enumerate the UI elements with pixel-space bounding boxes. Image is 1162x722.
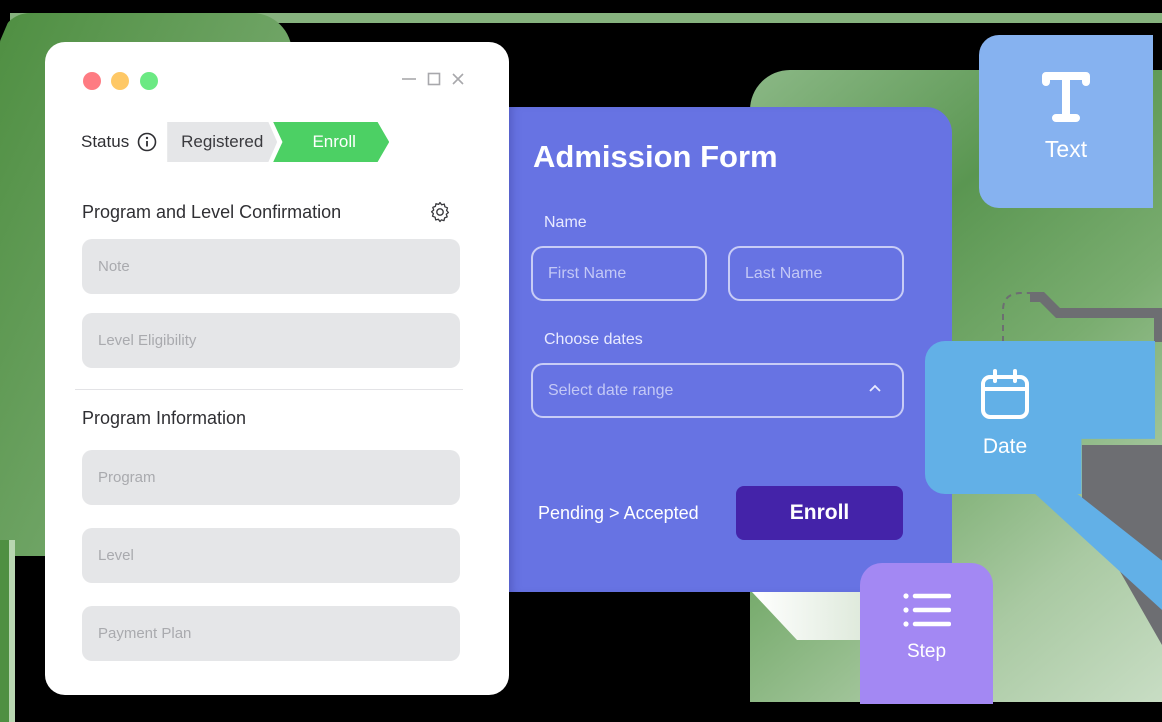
status-stepper: Status Registered Enroll: [81, 122, 390, 162]
tile-label: Date: [982, 435, 1028, 458]
window-controls: [401, 71, 465, 87]
payment-plan-field[interactable]: Payment Plan: [82, 606, 460, 661]
enrollment-window: Status Registered Enroll Program and Lev…: [45, 42, 509, 695]
divider: [75, 389, 463, 390]
maximize-icon[interactable]: [427, 72, 441, 86]
minimize-dot[interactable]: [111, 72, 129, 90]
section-title: Program Information: [82, 408, 247, 428]
level-field[interactable]: Level: [82, 528, 460, 583]
note-field[interactable]: Note: [82, 239, 460, 294]
gear-icon[interactable]: [428, 200, 452, 224]
step-registered[interactable]: Registered: [167, 122, 278, 162]
dates-label: Choose dates: [544, 331, 643, 348]
dashed-connector: [1002, 292, 1034, 342]
first-name-input[interactable]: First Name: [531, 246, 707, 301]
tile-label: Text: [1044, 136, 1088, 162]
status-flow-text: Pending > Accepted: [538, 503, 699, 523]
last-name-input[interactable]: Last Name: [728, 246, 904, 301]
calendar-icon: [981, 369, 1029, 419]
decorative-strip: [0, 540, 9, 722]
info-icon[interactable]: [137, 132, 157, 152]
text-tile[interactable]: Text: [979, 35, 1153, 208]
decorative-connector: [1030, 292, 1162, 342]
decorative-strip: [9, 540, 15, 722]
tile-label: Step: [906, 641, 947, 662]
decorative-strip: [10, 13, 1162, 23]
section-title: Program and Level Confirmation: [82, 202, 342, 222]
admission-form-card: Admission Form Name First Name Last Name…: [509, 107, 952, 592]
list-icon: [902, 593, 951, 627]
close-icon[interactable]: [451, 72, 465, 86]
name-label: Name: [544, 214, 587, 231]
status-label: Status: [81, 132, 130, 151]
text-icon: [1042, 72, 1090, 122]
date-range-select[interactable]: Select date range: [531, 363, 904, 418]
enroll-button[interactable]: Enroll: [736, 486, 903, 540]
step-tile[interactable]: Step: [860, 563, 993, 704]
close-dot[interactable]: [83, 72, 101, 90]
zoom-dot[interactable]: [140, 72, 158, 90]
minimize-icon[interactable]: [401, 71, 417, 87]
program-field[interactable]: Program: [82, 450, 460, 505]
form-title: Admission Form: [533, 139, 778, 174]
date-range-placeholder: Select date range: [548, 381, 674, 399]
level-eligibility-field[interactable]: Level Eligibility: [82, 313, 460, 368]
chevron-up-icon[interactable]: [868, 383, 882, 393]
step-enroll[interactable]: Enroll: [273, 122, 390, 162]
